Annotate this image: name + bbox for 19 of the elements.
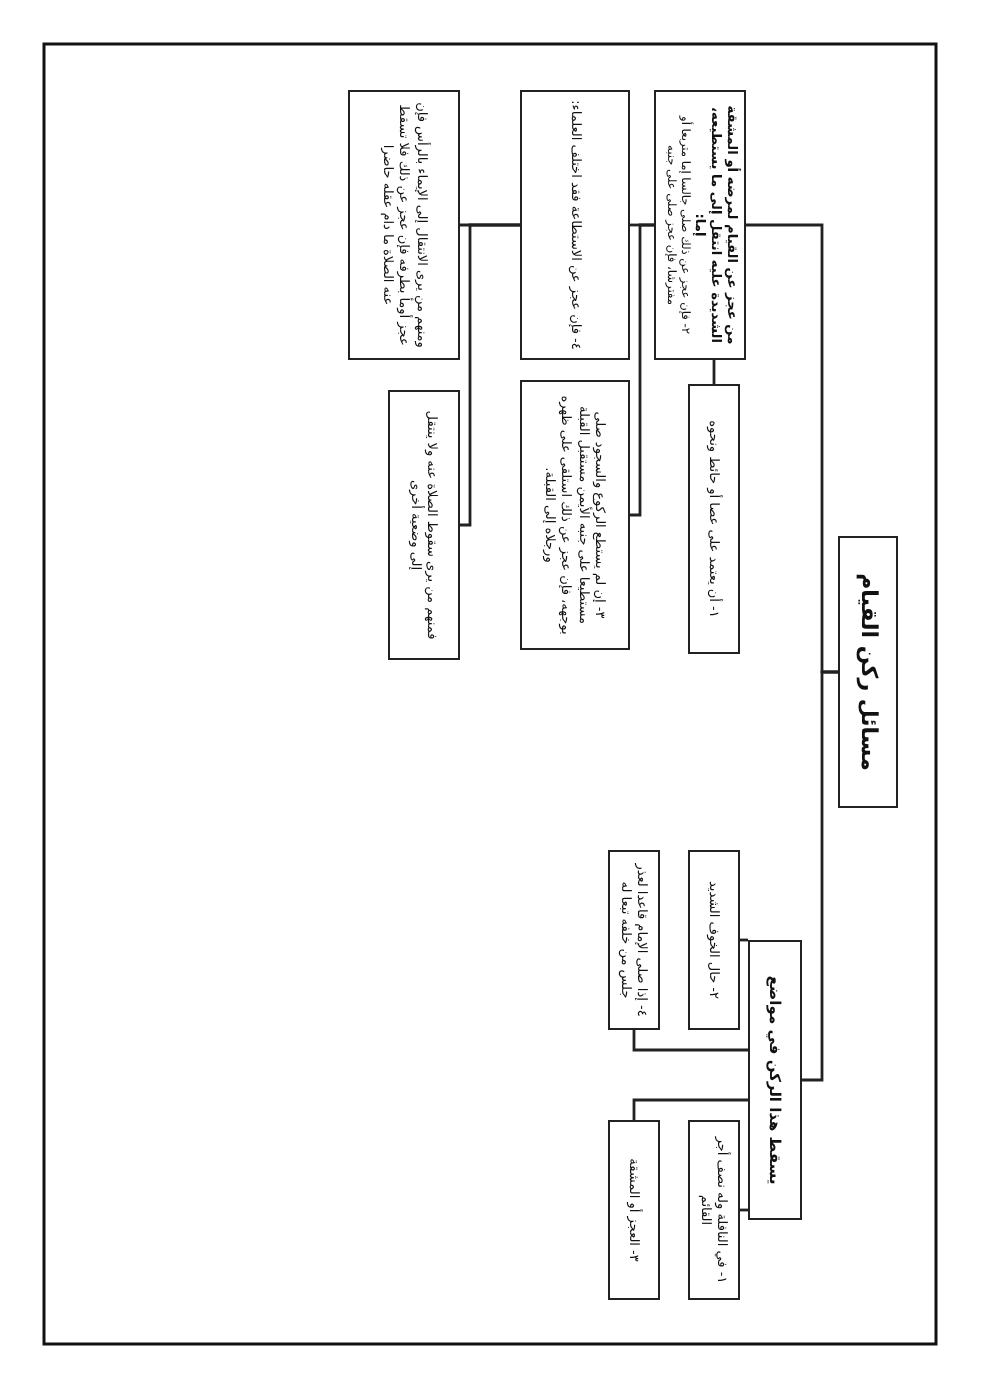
connector-line: [630, 223, 654, 517]
connector-line: [712, 360, 716, 384]
connector-line: [632, 1030, 748, 1052]
text-box: [608, 850, 660, 1030]
heading-text: مسائل ركن القيام: [854, 571, 883, 775]
title-box: [838, 536, 898, 808]
text-box: [520, 380, 630, 650]
text-box: [520, 90, 630, 360]
text-box: [348, 90, 460, 360]
text-box: [688, 384, 740, 654]
text-box: [608, 1120, 660, 1300]
connector-line: [460, 223, 520, 527]
text-box: [688, 850, 740, 1030]
text-box: [688, 1120, 740, 1300]
text-box: [654, 90, 746, 360]
text-box: [748, 940, 802, 1220]
connector-line: [632, 1098, 748, 1120]
connector-line: [802, 670, 838, 1082]
text-box: [388, 390, 460, 660]
